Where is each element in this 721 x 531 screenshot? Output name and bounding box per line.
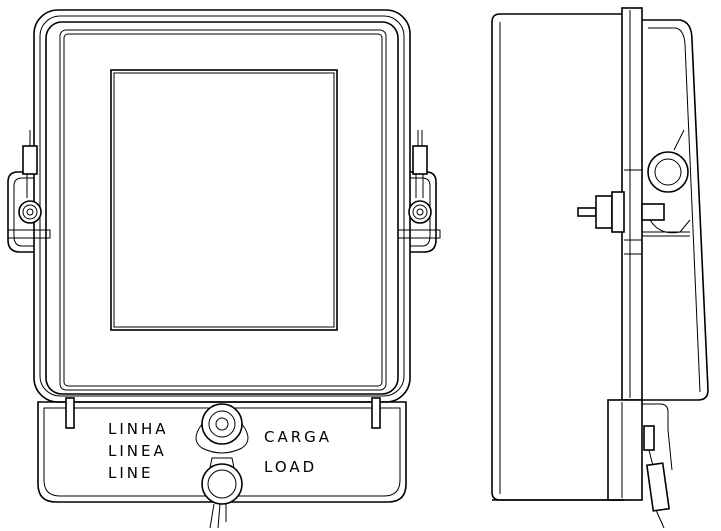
side-terminal-cover <box>607 399 643 501</box>
side-view <box>491 7 709 529</box>
display-window <box>110 69 338 331</box>
label-line: LINE <box>108 464 153 482</box>
side-flange <box>621 7 643 401</box>
side-front-cover <box>642 19 709 401</box>
label-carga: CARGA <box>264 428 332 446</box>
label-linea: LINEA <box>108 442 167 460</box>
label-load: LOAD <box>264 458 317 476</box>
terminal-cover <box>37 397 407 529</box>
side-body <box>491 13 625 501</box>
left-mounting-ear <box>7 130 51 253</box>
front-view: LINHA LINEA LINE CARGA LOAD <box>7 9 441 529</box>
label-linha: LINHA <box>108 420 169 438</box>
front-outer-body <box>33 9 411 403</box>
front-cover <box>45 21 399 395</box>
right-mounting-ear <box>397 130 441 253</box>
